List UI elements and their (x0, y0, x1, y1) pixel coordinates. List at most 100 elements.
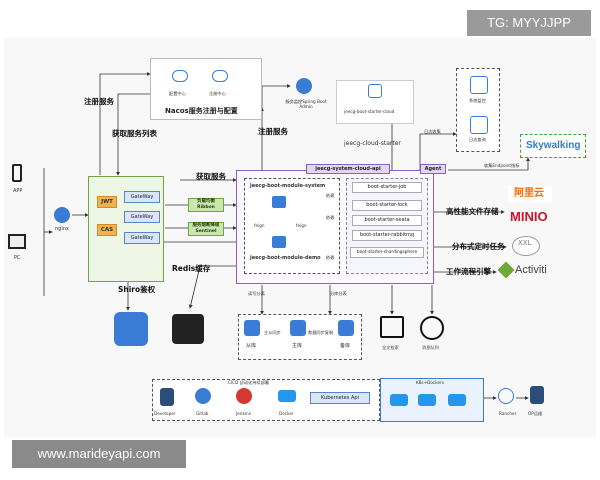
module-box (244, 178, 340, 274)
registry-label: 注册中心 (209, 91, 226, 96)
pc-icon (8, 234, 26, 249)
xxl-logo (512, 236, 540, 256)
slave-db-label: 从库 (246, 343, 257, 349)
edge-shard: 分库分表 (330, 291, 347, 296)
gateway-1: GateWay (124, 191, 160, 203)
cas-badge: CAS (97, 224, 117, 236)
edge-collect-endpoint: 收集Endpoint指标 (484, 163, 520, 168)
docker-node-icon-2 (418, 394, 436, 406)
starter-lock: boot-starter-lock (352, 200, 422, 211)
watermark-bottom: www.marideyapi.com (12, 440, 186, 468)
nacos-title: Nacos服务注册与配置 (165, 107, 238, 115)
op-label: OP运维 (528, 411, 543, 416)
edge-log-collect: 日志收集 (424, 129, 441, 134)
edge-depend-1: 依赖 (326, 193, 335, 198)
docker-node-icon-3 (448, 394, 466, 406)
feign-left: feign (254, 223, 265, 228)
config-center-label: 配置中心 (169, 91, 186, 96)
developer-label: Developer (154, 411, 176, 416)
edge-register-1: 注册服务 (84, 97, 114, 106)
rancher-icon (498, 388, 514, 404)
sentinel-badge: 服务熔断降级 Sentinel (188, 222, 224, 236)
edge-redis-cache: Redis缓存 (172, 264, 211, 273)
master-slave-label: 主从同步 (264, 330, 281, 335)
edge-depend-2: 依赖 (326, 215, 335, 220)
starter-rabbitmq: boot-starter-rabbitmq (352, 230, 422, 241)
module-demo-icon (272, 236, 286, 248)
aliyun-logo-box (508, 186, 552, 202)
docker-label: Docker (279, 411, 294, 416)
master-db-icon (290, 320, 306, 336)
op-icon (530, 386, 544, 404)
ci-title: CICD 自动化持续部署 (228, 380, 269, 385)
gitlab-icon (195, 388, 211, 404)
starter-seata: boot-starter-seata (352, 215, 422, 226)
queue-icon (420, 316, 444, 340)
edge-depend-3: 依赖 (326, 255, 335, 260)
module-demo-label: jeecg-boot-module-demo (250, 255, 321, 261)
redis-icon (172, 314, 204, 344)
minio-logo: MINIO (510, 209, 548, 224)
monitor-icon (470, 76, 488, 94)
nacos-box (150, 58, 262, 120)
search-label: 全文检索 (382, 345, 399, 350)
module-system-label: jeecg-boot-module-system (250, 183, 326, 189)
kubernetes-api: Kubernetes Api (310, 392, 370, 404)
cloud-config-icon (172, 70, 188, 82)
system-monitor-label: 系统监控 (469, 98, 486, 103)
feign-right: feign (296, 223, 307, 228)
spring-admin-label: 服务监控Spring Boot Admin (285, 99, 327, 109)
app-icon (12, 164, 22, 182)
starter-group (346, 178, 428, 274)
master-db-label: 主库 (292, 343, 303, 349)
search-icon (380, 316, 404, 338)
nginx-label: nginx (55, 226, 69, 232)
sync-replicate-label: 数据同步复制 (308, 330, 334, 335)
xxl-text: XXL (518, 239, 532, 247)
skywalking-box (520, 134, 586, 158)
monitor-box (456, 68, 500, 152)
app-label: APP (13, 188, 23, 194)
edge-fetch-service: 获取服务 (196, 172, 226, 181)
k8s-title: K8s+Dockers (416, 380, 444, 385)
log-query-label: 日志查询 (469, 137, 486, 142)
slave-db-icon (244, 320, 260, 336)
jenkins-icon (236, 388, 252, 404)
pc-label: PC (14, 255, 21, 261)
agent-badge: Agent (420, 164, 446, 174)
docker-node-icon-1 (390, 394, 408, 406)
aliyun-logo: 阿里云 (514, 188, 544, 199)
log-query-icon (470, 116, 488, 134)
module-system-icon (272, 196, 286, 208)
edge-distributed-task: 分布式定时任务 (452, 242, 505, 251)
skywalking-logo: Skywalking (526, 140, 581, 151)
gitlab-label: Gitlab (196, 411, 209, 416)
spring-admin-icon (296, 78, 312, 94)
cloud-api-title: jeecg-system-cloud-api (306, 164, 390, 174)
cloud-starter-box-text: jeecg-boot-starter-cloud (344, 109, 395, 114)
edge-workflow: 工作流程引擎 (446, 267, 491, 276)
edge-fetch-list: 获取服务列表 (112, 129, 157, 138)
developer-icon (160, 388, 174, 406)
edge-shiro: Shiro鉴权 (118, 285, 156, 294)
edge-read-split: 读写分离 (248, 291, 265, 296)
starter-icon (368, 84, 382, 98)
backup-db-icon (338, 320, 354, 336)
watermark-top: TG: MYYJJPP (467, 10, 591, 36)
jwt-badge: JWT (97, 196, 117, 208)
gateway-2: GateWay (124, 211, 160, 223)
ribbon-badge: 负载均衡 Ribbon (188, 198, 224, 212)
cloud-starter-box (336, 80, 414, 124)
nginx-icon (54, 207, 70, 223)
cloud-registry-icon (212, 70, 228, 82)
starter-shardingsphere: boot-starter-shardingsphere (350, 247, 424, 258)
activiti-logo: Activiti (515, 264, 547, 276)
starter-job: boot-starter-job (352, 182, 422, 193)
docker-icon (278, 390, 296, 402)
gateway-3: GateWay (124, 232, 160, 244)
edge-register-2: 注册服务 (258, 127, 288, 136)
edge-file-storage: 高性能文件存储 (446, 207, 499, 216)
jenkins-label: Jenkins (236, 411, 251, 416)
cloud-starter-label: jeecg-cloud-starter (344, 140, 401, 147)
queue-label: 消息队列 (422, 345, 439, 350)
